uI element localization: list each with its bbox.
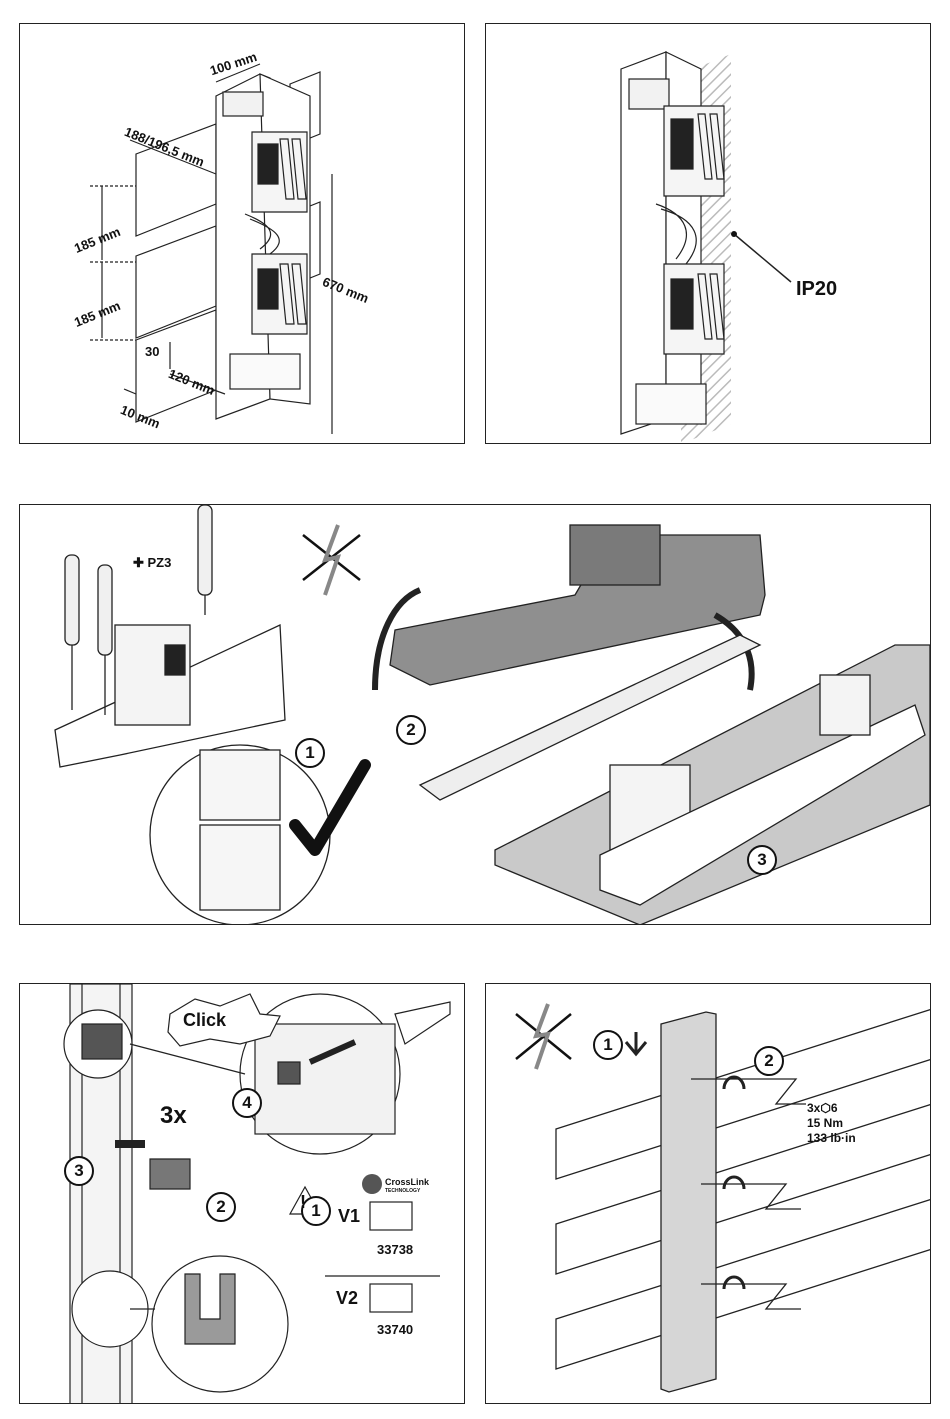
crosslink-brand: CrossLink xyxy=(385,1177,429,1187)
step-1-badge: 1 xyxy=(593,1030,623,1060)
step-3-badge: 3 xyxy=(64,1156,94,1186)
variant-2-label: V2 xyxy=(336,1288,358,1309)
variant-1-part: 33738 xyxy=(377,1242,413,1257)
step-2-badge: 2 xyxy=(396,715,426,745)
panel-torque: 1 2 3x⬡6 15 Nm 133 lb·in xyxy=(485,983,931,1404)
click-label: Click xyxy=(183,1010,226,1031)
dim-offset-label: 30 xyxy=(145,344,159,359)
step-2-badge: 2 xyxy=(206,1192,236,1222)
panel-mounting-sequence: ✚ PZ3 1 2 3 xyxy=(19,504,931,925)
step-3-badge: 3 xyxy=(747,845,777,875)
torque-count-text: 3x xyxy=(807,1101,820,1115)
torque-nm: 15 Nm xyxy=(807,1116,843,1130)
clip-drawing xyxy=(20,984,465,1404)
hex-icon: ⬡ xyxy=(820,1101,830,1115)
repeat-count-label: 3x xyxy=(160,1102,187,1130)
step-1-badge: 1 xyxy=(295,738,325,768)
crosslink-sub: TECHNOLOGY xyxy=(385,1188,420,1194)
screwdriver-size-text: PZ3 xyxy=(148,555,172,570)
torque-lbin: 133 lb·in xyxy=(807,1131,856,1145)
panel-ip20: IP20 xyxy=(485,23,931,444)
warning-icon: ! xyxy=(300,1192,306,1213)
torque-drawing xyxy=(486,984,931,1404)
variant-2-part: 33740 xyxy=(377,1322,413,1337)
ip20-drawing xyxy=(486,24,931,444)
panel-dimensions: 100 mm 188/196,5 mm 185 mm 185 mm 670 mm… xyxy=(19,23,465,444)
dimension-drawing xyxy=(20,24,465,444)
screwdriver-size-label: ✚ PZ3 xyxy=(133,555,171,571)
torque-size-text: 6 xyxy=(831,1101,838,1115)
step-4-badge: 4 xyxy=(232,1088,262,1118)
ip20-label: IP20 xyxy=(796,278,837,301)
variant-1-label: V1 xyxy=(338,1206,360,1227)
torque-count: 3x⬡6 xyxy=(807,1101,838,1115)
panel-clip-install: Click 3x 1 2 3 4 ! CrossLink TECHNOLOGY … xyxy=(19,983,465,1404)
step-2-badge: 2 xyxy=(754,1046,784,1076)
